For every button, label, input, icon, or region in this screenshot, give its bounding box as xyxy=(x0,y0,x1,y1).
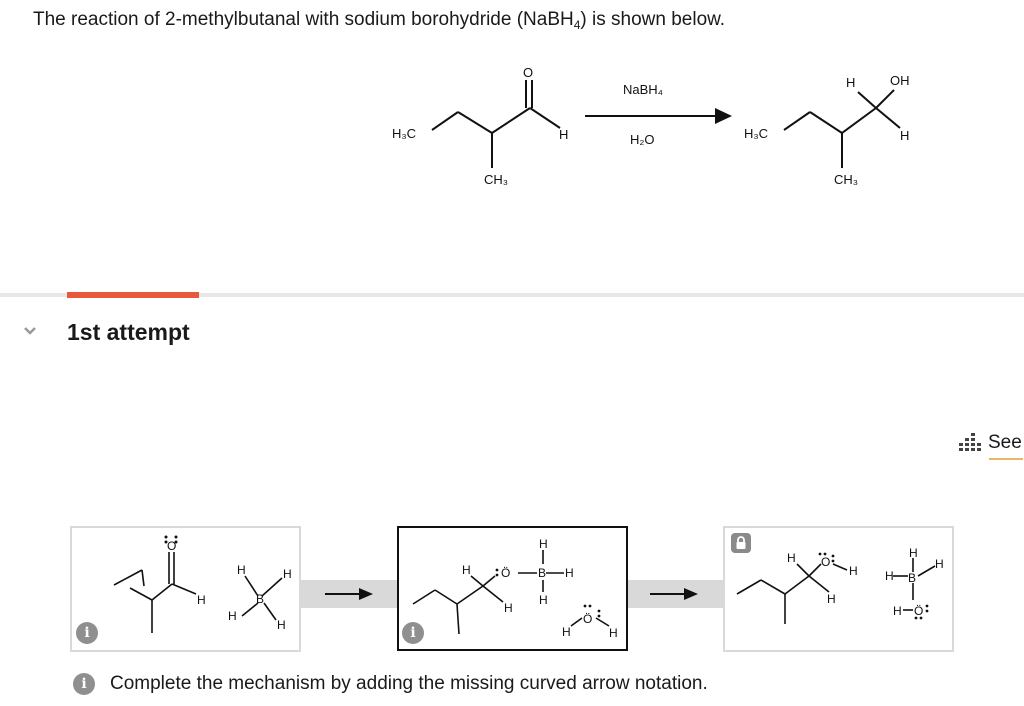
title-subscript: 4 xyxy=(573,18,581,32)
step1-bh-h3: H xyxy=(228,609,237,623)
reactant-hydrogen-label: H xyxy=(559,127,568,142)
title-text-after: ) is shown below. xyxy=(580,9,726,30)
step3-boron: B xyxy=(908,571,916,585)
step2-water-oxygen: Ö xyxy=(583,612,592,626)
step3-oh-h: H xyxy=(849,564,858,578)
step2-boron: B xyxy=(538,566,546,580)
step1-bh-h1: H xyxy=(237,563,246,577)
reagent-water-label: H₂O xyxy=(630,132,655,147)
step3-c-h: H xyxy=(827,592,836,606)
lock-icon xyxy=(731,533,751,553)
step2-info-icon[interactable]: i xyxy=(402,622,424,644)
product-h-top-label: H xyxy=(846,75,855,90)
step2-c-h: H xyxy=(504,601,513,615)
product-h-right-label: H xyxy=(900,128,909,143)
step1-aldehyde-h: H xyxy=(197,593,206,607)
step3-bh-right: H xyxy=(935,557,944,571)
step3-h-top: H xyxy=(787,551,796,565)
step-arrow-2 xyxy=(650,588,698,600)
instruction-text: Complete the mechanism by adding the mis… xyxy=(110,673,708,694)
mechanism-step-1[interactable]: O H H H H H B xyxy=(70,526,301,652)
reactant-oxygen-label: O xyxy=(523,65,533,80)
step3-structure: H O H H H H H B H Ö xyxy=(736,546,944,624)
step1-bh-h4: H xyxy=(277,618,286,632)
chevron-down-icon[interactable] xyxy=(20,321,40,341)
reagent-nabh4-label: NaBH₄ xyxy=(623,82,663,97)
mechanism-step-2[interactable]: H Ö B H H H H Ö H H xyxy=(397,526,628,651)
product-h3c-label: H₃C xyxy=(744,126,768,141)
step1-structure: O H H H H H B xyxy=(113,535,292,633)
question-title: The reaction of 2-methylbutanal with sod… xyxy=(33,9,726,32)
step3-b-oxygen: Ö xyxy=(914,604,923,618)
step1-info-icon[interactable]: i xyxy=(76,622,98,644)
reactant-ch3-label: CH₃ xyxy=(484,172,508,187)
mechanism-step-3[interactable]: H O H H H H H B H Ö xyxy=(723,526,954,652)
step3-bh-top: H xyxy=(909,546,918,560)
step1-boron: B xyxy=(256,592,264,606)
step2-water-h-left: H xyxy=(562,625,571,639)
step2-bh-bottom: H xyxy=(539,593,548,607)
see-label: See xyxy=(988,432,1022,453)
step2-water-h-right: H xyxy=(609,626,618,640)
attempt-label: 1st attempt xyxy=(67,319,190,345)
see-button[interactable]: See xyxy=(958,432,1022,454)
step2-h-left: H xyxy=(462,563,471,577)
step3-oxygen: O xyxy=(821,555,830,569)
see-underline xyxy=(989,458,1023,460)
step1-bh-h2: H xyxy=(283,567,292,581)
step2-bh-right: H xyxy=(565,566,574,580)
chart-icon xyxy=(959,433,981,451)
attempt-progress-accent xyxy=(67,292,199,298)
product-ch3-label: CH₃ xyxy=(834,172,858,187)
product-oh-label: OH xyxy=(890,73,910,88)
reactant-h3c-label: H₃C xyxy=(392,126,416,141)
step3-bh-bottom: H xyxy=(893,604,902,618)
hint-info-icon: i xyxy=(73,673,95,695)
section-divider xyxy=(0,293,1024,297)
step-arrow-1 xyxy=(325,588,373,600)
title-text-before: The reaction of 2-methylbutanal with sod… xyxy=(33,9,574,30)
step2-bh-top: H xyxy=(539,537,548,551)
step2-structure: H Ö B H H H H Ö H H xyxy=(412,537,618,640)
step3-bh-left: H xyxy=(885,569,894,583)
step1-oxygen: O xyxy=(167,539,176,553)
step2-oxygen: Ö xyxy=(501,566,510,580)
reaction-scheme: H₃C CH₃ O H NaBH₄ H₂O H₃C CH₃ H OH H xyxy=(392,65,910,187)
